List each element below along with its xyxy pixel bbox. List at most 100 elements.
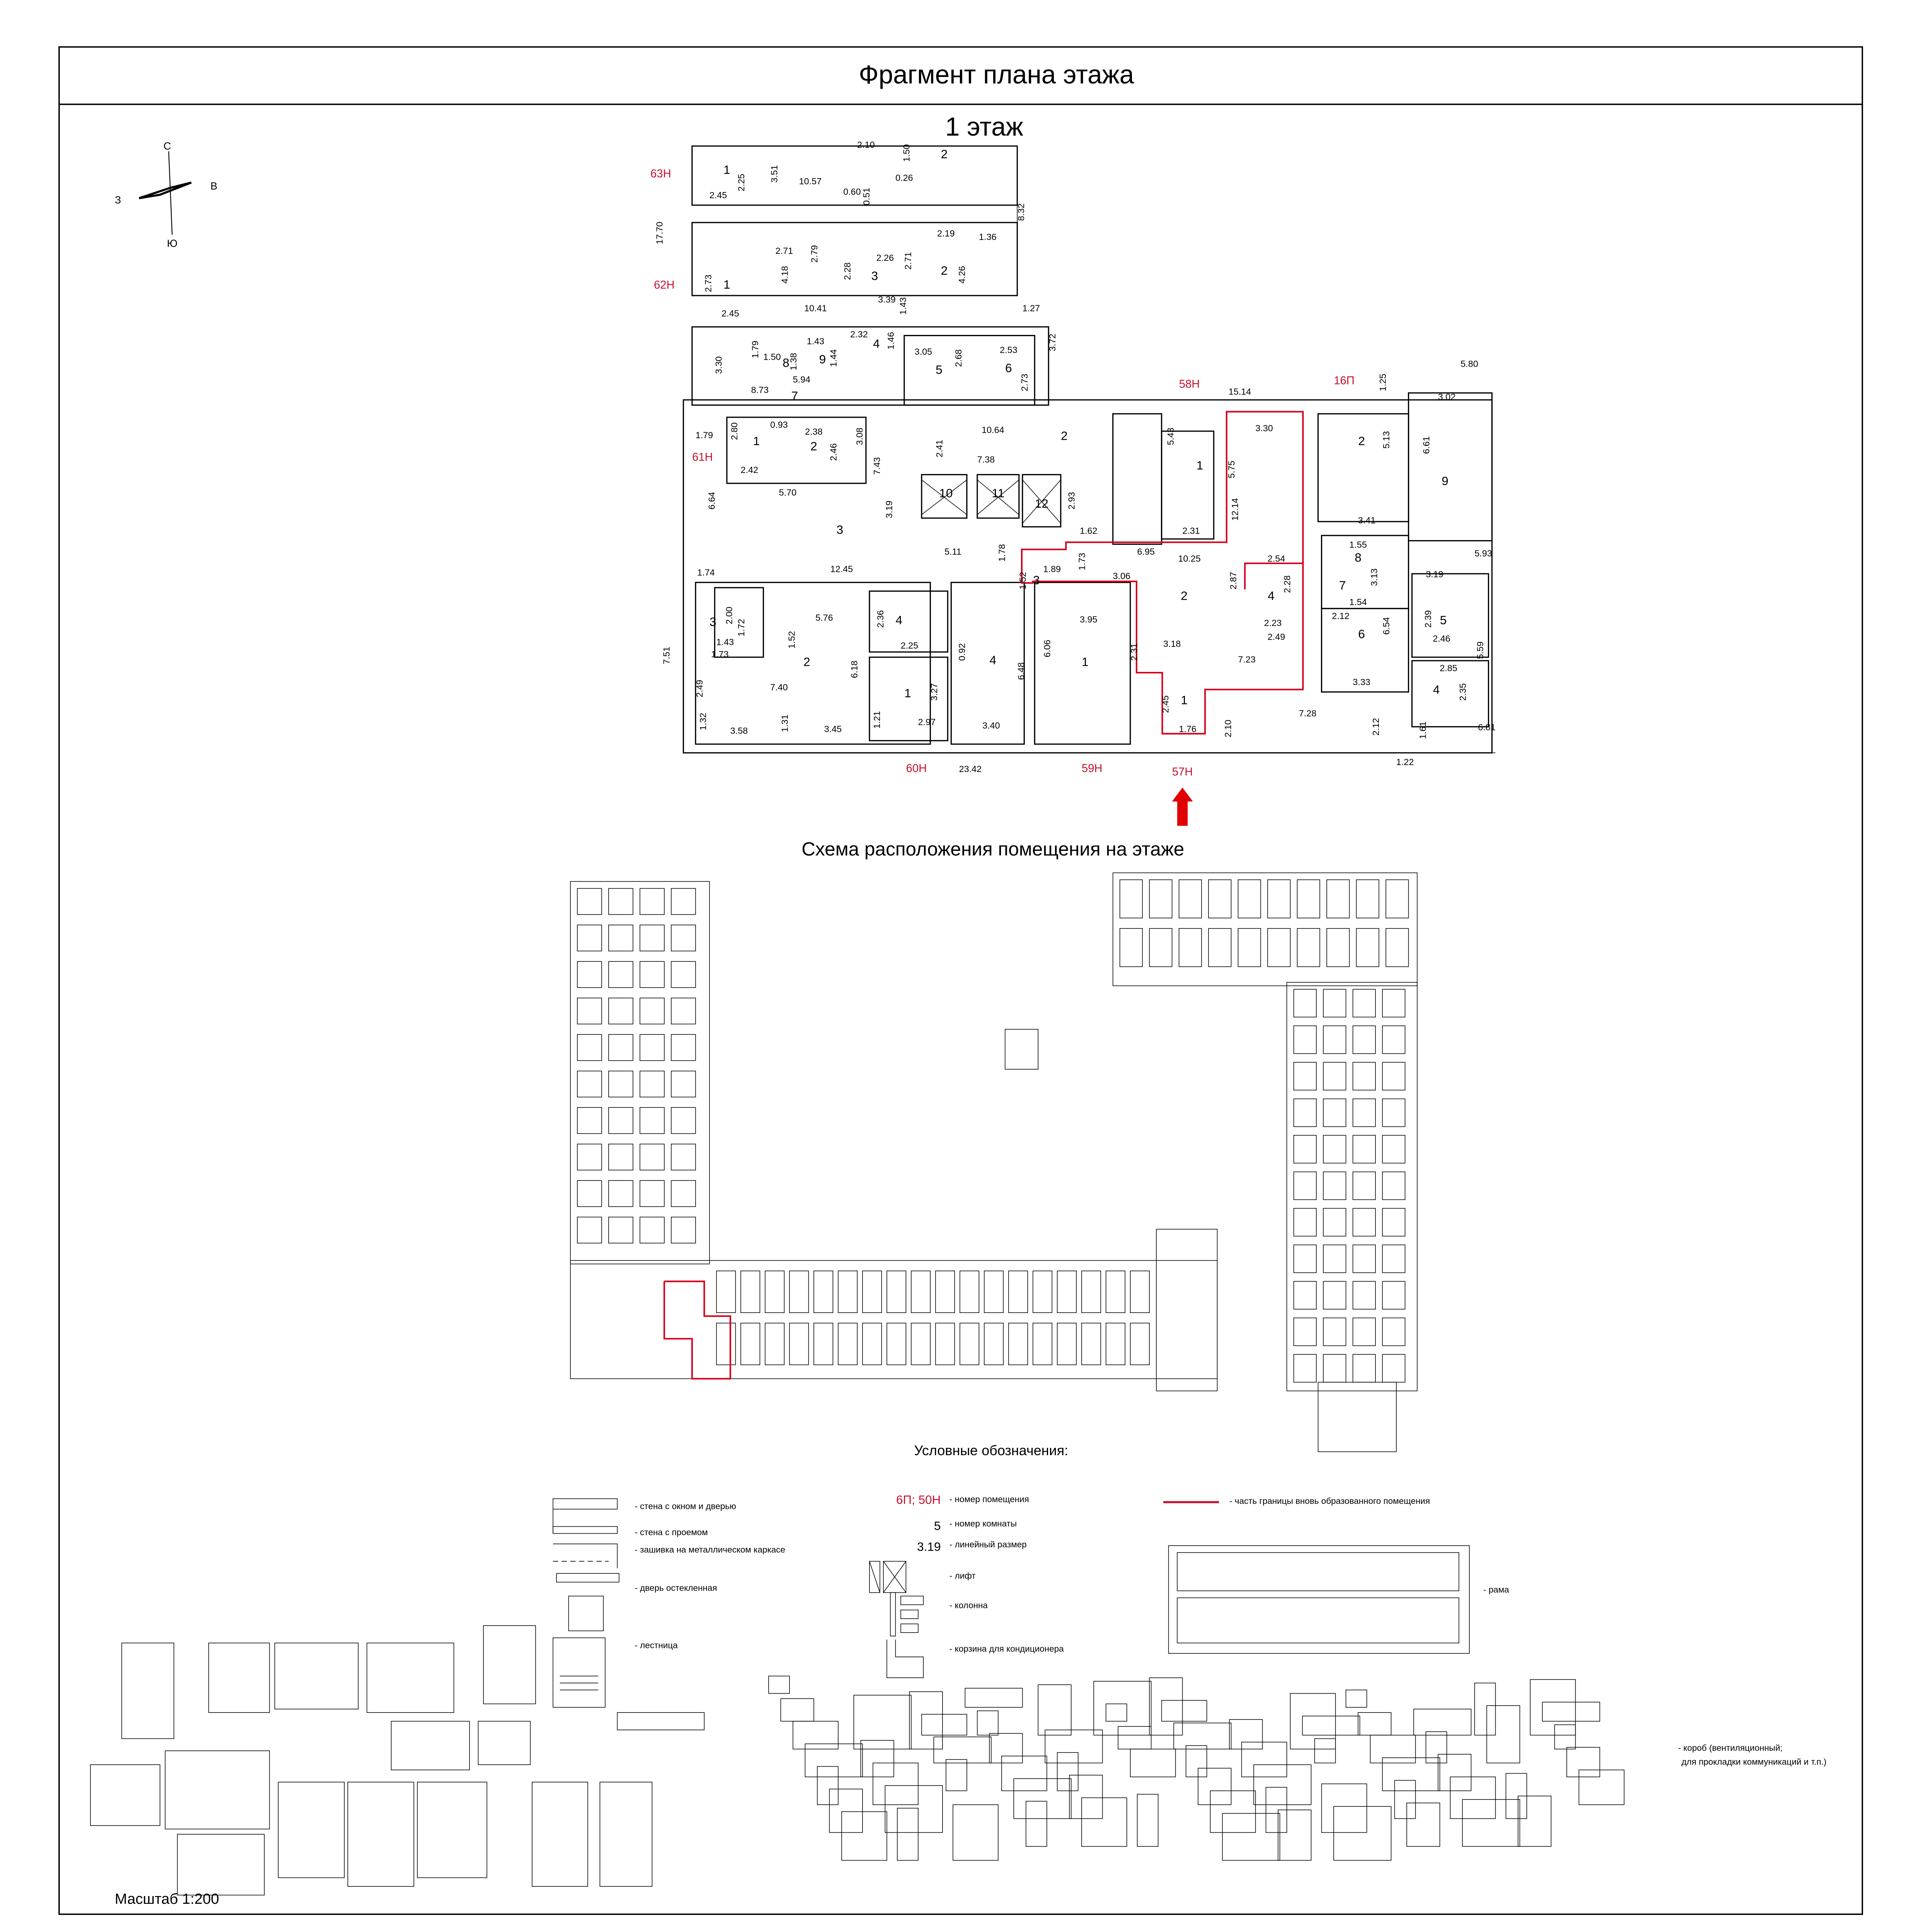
scheme-room <box>608 1107 633 1134</box>
building-wing <box>570 1260 1218 1379</box>
wall <box>1411 573 1489 658</box>
scheme-room <box>765 1323 785 1365</box>
scheme-room <box>1323 1171 1346 1200</box>
duct-sample <box>768 1675 790 1694</box>
stair-sample <box>478 1721 531 1765</box>
dimension-label: 1.43 <box>716 637 734 647</box>
dimension-label: 1.61 <box>1418 721 1428 739</box>
dimension-label: 3.06 <box>1113 571 1130 581</box>
duct-sample <box>977 1710 999 1736</box>
scheme-room <box>577 1034 602 1061</box>
room-number: 9 <box>1441 474 1448 488</box>
scheme-room <box>1178 928 1202 967</box>
compass-west: З <box>115 194 121 206</box>
scheme-room <box>935 1323 955 1365</box>
duct-sample <box>1137 1794 1159 1847</box>
dimension-label: 1.52 <box>786 631 796 648</box>
dimension-label: 2.80 <box>729 422 739 440</box>
duct-sample <box>1302 1716 1360 1736</box>
duct-sample <box>817 1766 839 1805</box>
dimension-label: 3.51 <box>769 165 779 182</box>
dimension-label: 1.43 <box>807 336 825 346</box>
scheme-room <box>837 1270 858 1313</box>
duct-sample <box>1222 1813 1280 1861</box>
dimension-label: 3.45 <box>824 724 842 734</box>
duct-sample <box>952 1804 999 1861</box>
scheme-room <box>886 1323 907 1365</box>
scheme-room <box>1352 1025 1376 1054</box>
dimension-label: 2.68 <box>953 349 963 367</box>
scheme-room <box>640 1070 665 1098</box>
stair-sample <box>417 1782 487 1878</box>
duct-sample <box>829 1789 863 1833</box>
scheme-room <box>1081 1270 1101 1313</box>
duct-sample <box>1241 1742 1287 1777</box>
room-number: 4 <box>896 613 903 627</box>
dimension-label: 2.35 <box>1458 683 1468 701</box>
room-number: 8 <box>783 355 790 369</box>
scheme-room <box>671 888 696 915</box>
scheme-room <box>577 1180 602 1207</box>
wall <box>869 656 948 742</box>
duct-sample <box>1161 1700 1207 1722</box>
dimension-label: 7.43 <box>872 457 882 475</box>
dimension-label: 4.26 <box>957 266 967 283</box>
scheme-room <box>577 1143 602 1170</box>
room-number: 3 <box>710 615 716 629</box>
dimension-label: 1.46 <box>886 332 896 350</box>
duct-sample <box>853 1695 912 1750</box>
scheme-room <box>1105 1323 1125 1365</box>
duct-sample <box>1450 1776 1496 1819</box>
scheme-room <box>1352 1098 1376 1127</box>
dimension-label: 2.10 <box>857 139 875 150</box>
building-wing <box>1156 1229 1218 1391</box>
dimension-label: 1.27 <box>1022 303 1040 313</box>
building-wing <box>1286 982 1418 1391</box>
room-number: 2 <box>941 147 948 161</box>
scheme-room <box>1323 1098 1346 1127</box>
duct-sample <box>1314 1738 1336 1764</box>
room-number: 2 <box>803 655 810 668</box>
legend-wall-opening-icon <box>553 1526 618 1534</box>
scheme-room <box>1130 1270 1150 1313</box>
room-number: 3 <box>871 269 878 282</box>
new-unit-boundary <box>1021 411 1304 735</box>
room-number: 5 <box>936 362 943 376</box>
stair-samples <box>90 1625 705 1896</box>
duct-sample <box>1486 1705 1520 1764</box>
dimension-label: 3.05 <box>915 347 933 357</box>
duct-sample <box>1518 1796 1552 1847</box>
scheme-room <box>1352 1171 1376 1200</box>
scheme-room <box>1119 879 1143 918</box>
scheme-room <box>640 1143 665 1170</box>
scheme-room <box>1382 1281 1406 1310</box>
scheme-room <box>577 961 602 988</box>
duct-sample <box>1057 1752 1079 1791</box>
dimension-label: 1.50 <box>901 144 911 162</box>
dimension-label: 1.55 <box>1349 539 1367 549</box>
legend-stair-icon <box>553 1637 606 1708</box>
duct-sample <box>780 1698 814 1722</box>
wall <box>869 590 948 653</box>
dimension-label: 2.31 <box>1129 643 1139 661</box>
scheme-room <box>1382 1208 1406 1236</box>
scheme-room <box>1323 1244 1346 1273</box>
dimension-label: 6.81 <box>1478 722 1496 732</box>
dimension-label: 8.73 <box>751 385 769 395</box>
scheme-room <box>1382 1062 1406 1091</box>
room-number: 11 <box>992 486 1004 500</box>
dimension-label: 2.39 <box>1423 610 1433 628</box>
dimension-label: 3.58 <box>730 726 748 736</box>
wall <box>714 587 764 658</box>
duct-sample <box>1438 1754 1472 1791</box>
room-number: 1 <box>1082 655 1089 668</box>
scheme-room <box>608 924 633 952</box>
legend-unit-text: - номер помещения <box>950 1495 1029 1504</box>
duct-sample <box>1278 1810 1312 1861</box>
scheme-room <box>935 1270 955 1313</box>
scheme-room <box>1293 989 1317 1018</box>
scheme-room <box>1323 989 1346 1018</box>
duct-sample <box>1394 1780 1416 1819</box>
